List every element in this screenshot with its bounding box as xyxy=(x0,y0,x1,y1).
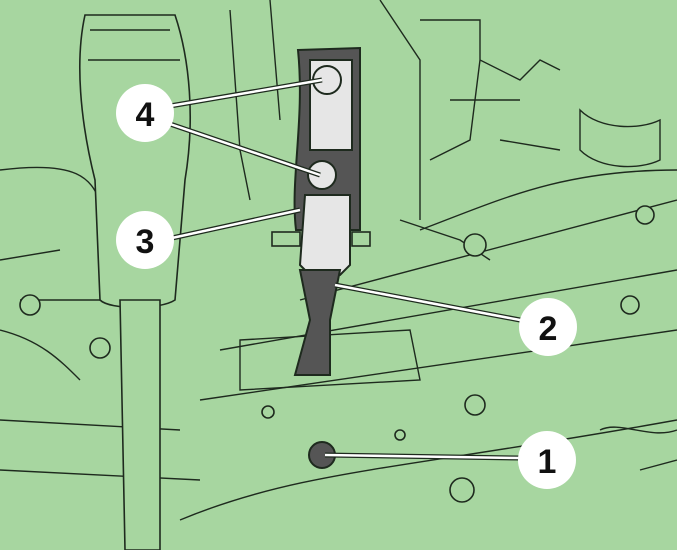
callout-4-label: 4 xyxy=(136,96,155,134)
torque-rod-bracket xyxy=(271,46,371,469)
bolts xyxy=(19,205,655,503)
callout-1-label: 1 xyxy=(538,443,557,481)
callout-3: 3 xyxy=(116,211,174,269)
callout-3-label: 3 xyxy=(136,223,155,261)
callout-2: 2 xyxy=(519,298,577,356)
callout-1: 1 xyxy=(518,431,576,489)
callout-4: 4 xyxy=(116,84,174,142)
leader-lines xyxy=(169,77,521,461)
callout-2-label: 2 xyxy=(539,310,558,348)
bolt-lower xyxy=(307,160,337,190)
